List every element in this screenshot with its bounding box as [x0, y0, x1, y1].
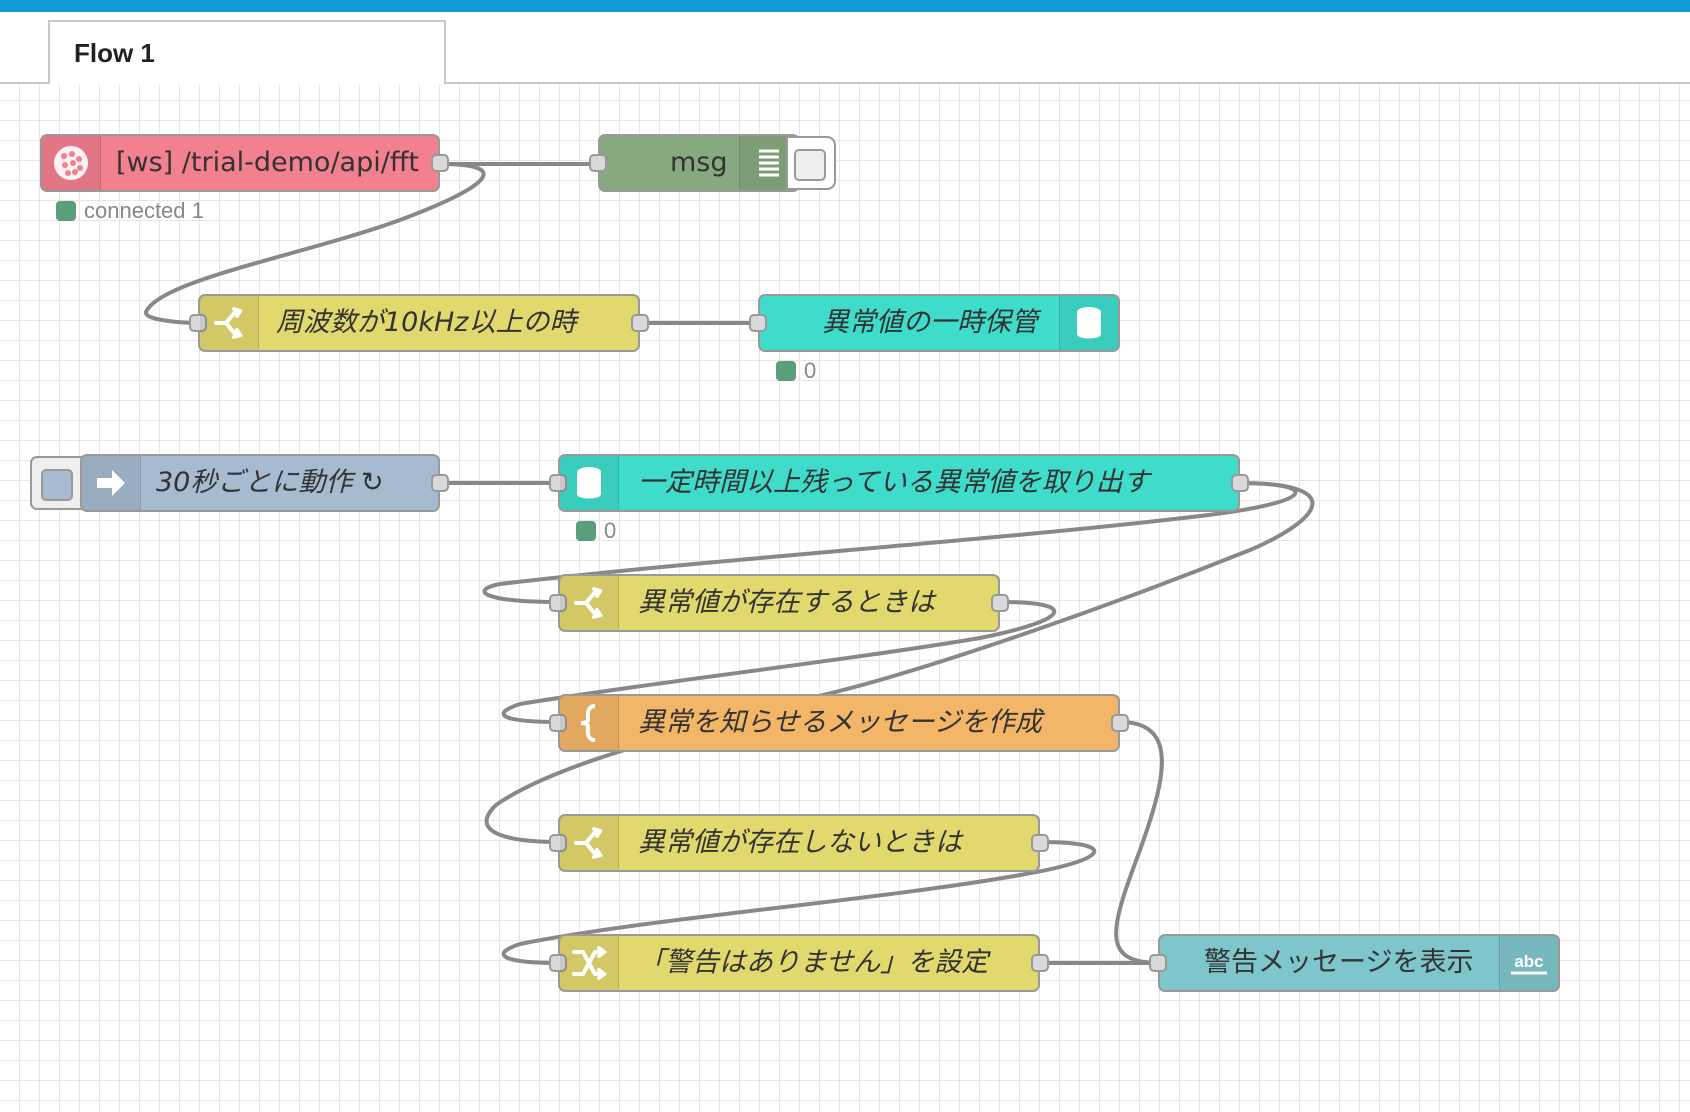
websocket-status: connected 1 — [56, 198, 204, 224]
tab-flow-1[interactable]: Flow 1 — [48, 20, 446, 84]
status-dot — [776, 361, 796, 381]
switch-icon — [200, 296, 259, 350]
websocket-in-node[interactable]: [ws] /trial-demo/api/fft — [40, 134, 449, 192]
database-icon — [560, 456, 619, 510]
node-label: 周波数が10kHz以上の時 — [276, 307, 577, 338]
input-port[interactable] — [549, 714, 567, 732]
output-port[interactable] — [1031, 954, 1049, 972]
switch-icon — [560, 576, 619, 630]
output-port[interactable] — [991, 594, 1009, 612]
shuffle-icon — [560, 936, 619, 990]
status-text: 0 — [804, 358, 817, 383]
input-port[interactable] — [549, 474, 567, 492]
input-port[interactable] — [589, 154, 607, 172]
input-port[interactable] — [549, 834, 567, 852]
store-anomaly-node[interactable]: 異常値の一時保管 — [749, 294, 1120, 352]
node-label: 異常値が存在するときは — [638, 587, 935, 618]
status-text: connected 1 — [84, 198, 204, 223]
status-dot — [56, 201, 76, 221]
svg-text:abc: abc — [1514, 952, 1543, 971]
debug-toggle-button[interactable] — [786, 136, 836, 190]
fetch-anomaly-node[interactable]: 一定時間以上残っている異常値を取り出す — [549, 454, 1249, 512]
output-port[interactable] — [431, 154, 449, 172]
top-accent-bar — [0, 0, 1690, 12]
debug-msg-node[interactable]: msg — [589, 134, 800, 192]
output-port[interactable] — [1031, 834, 1049, 852]
input-port[interactable] — [549, 954, 567, 972]
output-port[interactable] — [1231, 474, 1249, 492]
node-label: 「警告はありません」を設定 — [638, 947, 989, 978]
globe-icon — [42, 136, 101, 190]
abc-icon: abc — [1499, 936, 1558, 990]
template-message-node[interactable]: 異常を知らせるメッセージを作成 — [549, 694, 1129, 752]
output-port[interactable] — [1111, 714, 1129, 732]
input-port[interactable] — [549, 594, 567, 612]
node-label: msg — [670, 147, 728, 178]
node-label: 警告メッセージを表示 — [1204, 947, 1474, 978]
inject-30s-node[interactable]: 30秒ごとに動作 ↻ — [80, 454, 449, 512]
fetch-status: 0 — [576, 518, 616, 544]
node-label: 異常値の一時保管 — [822, 307, 1038, 338]
switch-exists-node[interactable]: 異常値が存在するときは — [549, 574, 1009, 632]
status-dot — [576, 521, 596, 541]
node-label: 一定時間以上残っている異常値を取り出す — [638, 467, 1150, 498]
switch-frequency-node[interactable]: 周波数が10kHz以上の時 — [189, 294, 649, 352]
tab-label: Flow 1 — [74, 38, 155, 68]
toggle-inner — [794, 149, 826, 181]
database-icon — [1059, 296, 1118, 350]
brace-icon — [560, 696, 619, 750]
display-warning-node[interactable]: 警告メッセージを表示 abc — [1149, 934, 1560, 992]
node-label: [ws] /trial-demo/api/fft — [116, 147, 420, 178]
output-port[interactable] — [431, 474, 449, 492]
node-label: 30秒ごとに動作 ↻ — [156, 467, 384, 498]
store-status: 0 — [776, 358, 816, 384]
arrow-in-icon — [82, 456, 141, 510]
change-no-warning-node[interactable]: 「警告はありません」を設定 — [549, 934, 1049, 992]
switch-icon — [560, 816, 619, 870]
input-port[interactable] — [749, 314, 767, 332]
switch-not-exists-node[interactable]: 異常値が存在しないときは — [549, 814, 1049, 872]
input-port[interactable] — [1149, 954, 1167, 972]
node-label: 異常値が存在しないときは — [638, 827, 962, 858]
workspace-tabs: Flow 1 — [0, 12, 1690, 84]
node-label: 異常を知らせるメッセージを作成 — [638, 707, 1042, 738]
output-port[interactable] — [631, 314, 649, 332]
status-text: 0 — [604, 518, 617, 543]
input-port[interactable] — [189, 314, 207, 332]
trigger-inner — [41, 469, 73, 501]
